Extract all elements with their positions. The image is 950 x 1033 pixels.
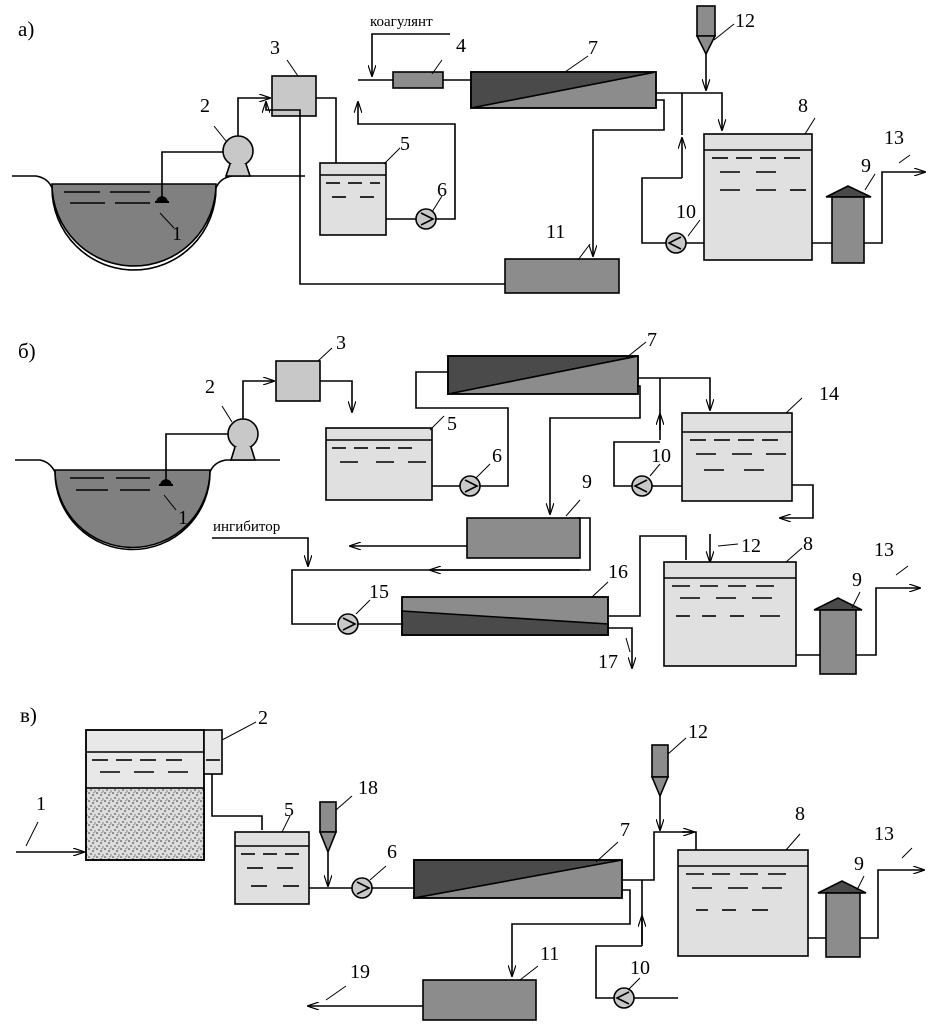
- storage-tank-8: [703, 133, 813, 261]
- reagent-tank-5-b: [325, 427, 433, 501]
- num-a-6: 6: [437, 179, 447, 201]
- hopper-12: [695, 5, 717, 56]
- pump-2: [222, 135, 254, 167]
- num-b-8: 8: [803, 533, 813, 555]
- storage-tank-8-b: [663, 561, 797, 667]
- panel-c-callouts: [25, 721, 913, 1001]
- concentrator-tank-14: [681, 412, 793, 502]
- membrane-module-16: [401, 596, 609, 636]
- num-a-2: 2: [200, 95, 210, 117]
- panel-a: а): [12, 5, 925, 294]
- reagent-tank-5: [319, 162, 387, 236]
- num-b-7: 7: [647, 329, 657, 351]
- panel-a-numbers: 1 2 3 4 5 6 7 8 9 10 11 12 13: [172, 10, 904, 245]
- num-c-6: 6: [387, 841, 397, 863]
- storage-tank-8-c: [677, 849, 809, 957]
- num-a-10: 10: [676, 201, 696, 223]
- pump-2-b: [227, 418, 259, 450]
- mixer-3-b: [275, 360, 321, 402]
- num-a-8: 8: [798, 95, 808, 117]
- reagent-tank-5-c: [234, 831, 310, 905]
- hopper-12-c: [650, 744, 670, 799]
- unit-9-b: [466, 517, 581, 559]
- num-c-9: 9: [854, 853, 864, 875]
- tower-9-c: [817, 880, 867, 958]
- num-b-5: 5: [447, 413, 457, 435]
- panel-b-numbers: 1 2 3 5 6 7 14 10 9 12 8 9 13 15 16 17: [178, 329, 894, 673]
- num-c-10: 10: [630, 957, 650, 979]
- panel-c-numbers: 1 2 5 18 6 7 12 8 9 13 10 11 19: [36, 707, 894, 983]
- tower-9-b: [813, 597, 863, 675]
- num-c-8: 8: [795, 803, 805, 825]
- num-a-13: 13: [884, 127, 904, 149]
- num-c-11: 11: [540, 943, 559, 965]
- num-c-12: 12: [688, 721, 708, 743]
- doser-4: [392, 71, 444, 89]
- num-b-17: 17: [598, 651, 618, 673]
- panel-b-label: б): [18, 339, 36, 363]
- num-b-9b: 9: [852, 569, 862, 591]
- num-b-15: 15: [369, 581, 389, 603]
- num-a-4: 4: [456, 35, 466, 57]
- reservoir-1-b: [15, 459, 280, 551]
- membrane-module-7-c: [413, 859, 623, 899]
- panel-a-callouts: [159, 23, 911, 261]
- coagulant-label: коагулянт: [370, 14, 433, 30]
- unit-11-c: [422, 979, 537, 1021]
- num-b-1: 1: [178, 507, 188, 529]
- reservoir-1: [12, 175, 233, 271]
- num-b-10: 10: [651, 445, 671, 467]
- sand-filter: [85, 729, 223, 861]
- num-b-6: 6: [492, 445, 502, 467]
- num-a-1: 1: [172, 223, 182, 245]
- hopper-18: [318, 801, 338, 855]
- unit-11: [504, 258, 620, 294]
- num-b-16: 16: [608, 561, 628, 583]
- num-c-18: 18: [358, 777, 378, 799]
- num-c-19: 19: [350, 961, 370, 983]
- membrane-module-7: [470, 71, 657, 109]
- num-b-14: 14: [819, 383, 839, 405]
- num-c-7: 7: [620, 819, 630, 841]
- num-c-1: 1: [36, 793, 46, 815]
- panel-b: б): [15, 339, 920, 675]
- num-a-12: 12: [735, 10, 755, 32]
- num-b-12: 12: [741, 535, 761, 557]
- num-c-13: 13: [874, 823, 894, 845]
- num-a-7: 7: [588, 37, 598, 59]
- num-b-2: 2: [205, 376, 215, 398]
- panel-c: в): [16, 703, 924, 1021]
- num-b-13: 13: [874, 539, 894, 561]
- num-a-11: 11: [546, 221, 565, 243]
- num-a-5: 5: [400, 133, 410, 155]
- num-a-3: 3: [270, 37, 280, 59]
- inhibitor-label: ингибитор: [213, 519, 280, 535]
- tower-9: [825, 185, 872, 264]
- num-c-5: 5: [284, 799, 294, 821]
- num-b-3: 3: [336, 332, 346, 354]
- panel-b-callouts: [163, 341, 909, 653]
- membrane-module-7-b: [447, 355, 639, 395]
- panel-a-label: а): [18, 17, 34, 41]
- num-c-2: 2: [258, 707, 268, 729]
- num-a-9: 9: [861, 155, 871, 177]
- panel-c-label: в): [20, 703, 37, 727]
- num-b-9a: 9: [582, 471, 592, 493]
